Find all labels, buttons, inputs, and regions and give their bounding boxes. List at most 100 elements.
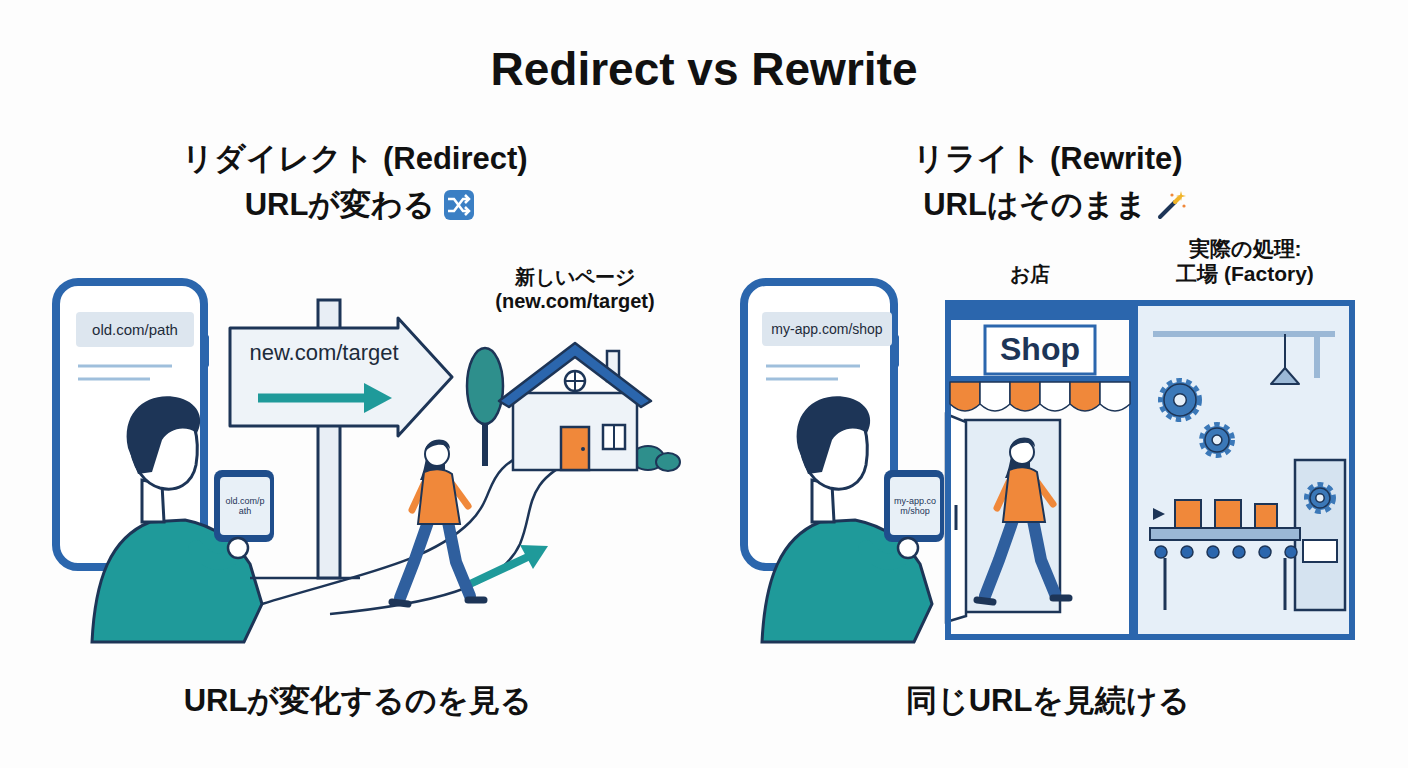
magic-wand-icon-part xyxy=(1170,193,1173,196)
bushes-part xyxy=(656,453,680,471)
left-phone-part xyxy=(78,365,172,368)
road xyxy=(262,447,578,614)
factory-outline-part xyxy=(1310,488,1330,508)
factory-outline-part xyxy=(1153,334,1335,378)
signpost-board-outline xyxy=(230,318,455,436)
factory-outline-part xyxy=(1212,435,1222,445)
walking-woman xyxy=(392,440,484,604)
factory-outline-part xyxy=(1135,303,1352,637)
walking-woman xyxy=(977,438,1069,602)
house-outline-part xyxy=(499,343,651,407)
shop-building-outline-part xyxy=(1010,382,1040,411)
right-phone-part xyxy=(766,378,838,381)
house-outline xyxy=(495,335,655,470)
shop-building-outline-part xyxy=(1100,382,1130,411)
shuffle-icon-part xyxy=(465,195,469,215)
magic-wand-icon-part xyxy=(1182,204,1185,207)
road-part xyxy=(520,545,548,569)
page-title: Redirect vs Rewrite xyxy=(491,42,918,97)
factory-outline-part xyxy=(1162,382,1198,418)
man-with-phone-part xyxy=(214,470,274,542)
shop-sign: Shop xyxy=(985,330,1095,368)
shop-label: お店 xyxy=(990,262,1070,286)
walking-woman-part xyxy=(392,602,408,604)
walking-woman-part xyxy=(418,469,460,524)
url-bar: my-app.com/shop xyxy=(762,312,892,346)
man-with-phone-part xyxy=(127,396,201,474)
section-subheading: URLが変わる xyxy=(245,186,436,223)
factory-outline-part xyxy=(1316,494,1324,502)
factory-outline-part xyxy=(1215,500,1241,528)
house-outline-part xyxy=(565,371,585,391)
walking-woman-part xyxy=(448,522,470,596)
factory-outline-part xyxy=(1155,546,1167,558)
house-outline-part xyxy=(581,447,585,451)
factory-label: 実際の処理: 工場 (Factory) xyxy=(1169,236,1321,286)
factory-outline-part xyxy=(1233,546,1245,558)
factory-outline-part xyxy=(1203,426,1231,454)
factory-outline-part xyxy=(1150,528,1300,540)
shop-building-outline-part xyxy=(1040,382,1070,411)
tree-part xyxy=(467,348,503,424)
url-bar: old.com/path xyxy=(76,312,194,347)
house-outline-part xyxy=(613,425,615,449)
shop-building-outline-part xyxy=(948,303,1132,637)
magic-wand-icon-part xyxy=(1160,202,1175,217)
factory-outline-part xyxy=(1165,558,1285,610)
man-with-phone xyxy=(92,396,274,642)
factory-outline-part xyxy=(1207,546,1219,558)
signpost-board-outline-part xyxy=(258,394,370,403)
caption-text: URLが変化するのを見る xyxy=(184,682,533,719)
house: 新しいページ (new.com/target) xyxy=(495,335,655,470)
page-label: 新しいページ (new.com/target) xyxy=(470,265,680,313)
bushes xyxy=(632,446,680,471)
shuffle-icon-part xyxy=(448,199,468,211)
magic-wand-icon-part xyxy=(1175,198,1179,202)
shop-doorway-part xyxy=(955,505,958,530)
hand-phone-screen: my-app.com/shop xyxy=(890,477,940,535)
shop-building-outline-part xyxy=(950,382,980,411)
shop-building-outline-part xyxy=(1070,382,1100,411)
factory-outline-part xyxy=(1285,546,1297,558)
factory-outline-part xyxy=(1181,546,1193,558)
section-subheading: URLはそのまま xyxy=(923,186,1147,223)
factory-outline-part xyxy=(1153,508,1165,520)
factory-outline-part xyxy=(1284,334,1286,370)
caption-text: 同じURLを見続ける xyxy=(906,682,1191,719)
url-text: my-app.com/shop xyxy=(771,321,882,337)
house-outline-part xyxy=(561,427,589,470)
signpost-post-part xyxy=(250,577,360,580)
shop-building-outline-part xyxy=(980,382,1010,411)
shop-building: お店Shop xyxy=(945,300,1135,640)
magic-wand-icon xyxy=(1155,189,1187,221)
hand-phone-screen: old.com/path xyxy=(220,477,270,535)
left-phone-part xyxy=(204,335,209,367)
walking-woman-part xyxy=(400,522,428,598)
shuffle-icon xyxy=(443,189,475,221)
factory-outline-part xyxy=(1259,546,1271,558)
shop-building-outline-part xyxy=(985,326,1095,374)
factory-outline-part xyxy=(1205,428,1229,452)
section-heading: リライト (Rewrite) xyxy=(913,140,1182,177)
tree xyxy=(467,348,503,466)
magic-wand-icon-part xyxy=(1176,191,1186,201)
url-text: old.com/path xyxy=(92,321,178,338)
walking-woman-part xyxy=(468,597,484,604)
factory-outline-part xyxy=(1255,504,1277,528)
signpost-board-outline-part xyxy=(230,318,452,436)
left-phone-part xyxy=(78,378,150,381)
road-part xyxy=(262,447,540,604)
url-text: old.com/path xyxy=(223,496,267,517)
shuffle-icon-part xyxy=(444,190,474,220)
factory-outline-part xyxy=(1295,460,1345,610)
right-phone-part xyxy=(894,335,899,367)
house-outline-part xyxy=(565,371,585,391)
man-with-phone-part xyxy=(228,538,248,558)
url-text: my-app.com/shop xyxy=(893,496,937,517)
section-heading: リダイレクト (Redirect) xyxy=(182,140,527,177)
house-outline-part xyxy=(603,425,625,449)
factory-outline-part xyxy=(1164,384,1196,416)
shop-building-outline-part xyxy=(945,300,1135,320)
factory-outline-part xyxy=(1271,368,1299,384)
